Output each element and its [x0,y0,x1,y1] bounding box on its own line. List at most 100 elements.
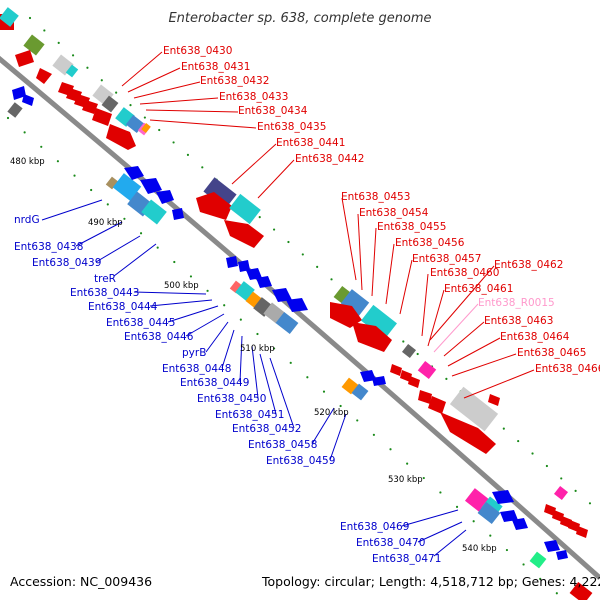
gene-feature [418,390,432,404]
gene-label: Ent638_0460 [430,267,499,279]
gene-label: Ent638_0444 [88,301,158,313]
gene-feature [417,360,437,380]
gene-feature [428,396,446,414]
topology-text: Topology: circular; Length: 4,518,712 bp… [261,574,600,589]
leader-line [433,529,467,557]
leader-line [113,243,157,277]
accession-text: Accession: NC_009436 [10,574,152,589]
gene-label: Ent638_0465 [517,347,586,359]
leader-line [133,291,207,295]
gene-label: Ent638_R0015 [478,297,555,309]
gene-feature [23,34,45,56]
gene-feature [401,343,417,359]
gene-feature [65,64,79,78]
gene-feature [203,177,237,209]
leader-line [167,305,219,323]
gene-label: Ent638_0445 [106,317,175,329]
gene-label: Ent638_0459 [266,455,335,467]
leader-line [121,51,163,87]
leader-line [463,369,535,399]
gene-feature [238,260,250,272]
gene-feature [124,166,144,180]
inner-leader-lines [41,199,467,557]
kbp-label: 520 kbp [314,408,349,418]
gene-feature [229,280,243,294]
gene-feature [477,501,501,525]
gene-feature [141,123,151,133]
gene-label: Ent638_0464 [500,331,570,343]
gene-feature [372,376,386,386]
gene-feature [7,102,23,118]
leader-line [399,259,413,315]
gene-feature [544,540,560,552]
gene-feature [400,370,412,382]
leader-line [95,235,141,263]
gene-label: Ent638_0446 [124,331,194,343]
gene-feature [286,298,308,312]
leader-line [311,407,335,445]
gene-label: Ent638_0449 [180,377,249,389]
gene-label: Ent638_0455 [377,221,446,233]
gene-label: Ent638_0453 [341,191,410,203]
gene-label: Ent638_0431 [181,61,250,73]
gene-feature [101,95,119,113]
gene-feature [196,192,232,220]
gene-feature [92,108,112,126]
gene-label: Ent638_0458 [248,439,317,451]
inner-gene-labels: nrdG Ent638_0438 Ent638_0439 treR Ent638… [14,214,441,565]
gene-feature [141,199,167,225]
leader-line [139,97,219,105]
gene-feature [263,302,285,324]
gene-feature [390,364,402,376]
gene-label: Ent638_0448 [162,363,231,375]
gene-label: Ent638_0433 [219,91,288,103]
kbp-label: 500 kbp [164,281,199,291]
leader-line [127,67,181,93]
leader-line [385,243,395,305]
leader-line [371,227,377,297]
gene-feature [352,322,392,352]
gene-feature [544,504,556,516]
gene-label: Ent638_0462 [494,259,563,271]
gene-feature [488,394,500,406]
leader-line [429,265,495,341]
gene-label: Ent638_0432 [200,75,269,87]
gene-feature [408,376,420,388]
gene-feature [272,288,292,302]
leader-line [427,289,445,347]
gene-label: Ent638_0434 [238,105,308,117]
gene-label: Ent638_0463 [484,315,553,327]
leader-line [145,109,239,113]
leader-line [447,337,501,367]
gene-feature [512,518,528,530]
leader-line [341,197,357,281]
gene-label: treR [94,273,116,285]
leader-line [149,119,257,129]
leader-line [443,321,485,357]
inner-tick-track [6,116,562,598]
gene-label: nrdG [14,214,40,226]
leader-line [221,329,235,369]
gene-label: Ent638_0457 [412,253,481,265]
gene-feature [36,68,52,84]
gene-label: Ent638_0443 [70,287,139,299]
gene-label: Ent638_0454 [359,207,429,219]
gene-label: Ent638_0438 [14,241,83,253]
gene-label: Ent638_0439 [32,257,101,269]
gene-feature [275,311,299,335]
gene-label: Ent638_0452 [232,423,301,435]
leader-line [75,221,123,247]
gene-label: Ent638_0451 [215,409,284,421]
gene-feature [568,520,580,532]
gene-label: Ent638_0466 [535,363,600,375]
gene-label: Ent638_0469 [340,521,409,533]
leader-line [133,81,201,99]
kbp-label: 480 kbp [10,157,45,167]
forward-strand-genes [0,7,593,600]
gene-feature [569,581,593,600]
reverse-strand-genes [7,86,568,569]
gene-feature [556,550,568,560]
gene-feature [82,100,98,114]
gene-feature [492,490,514,504]
gene-feature [246,268,262,280]
